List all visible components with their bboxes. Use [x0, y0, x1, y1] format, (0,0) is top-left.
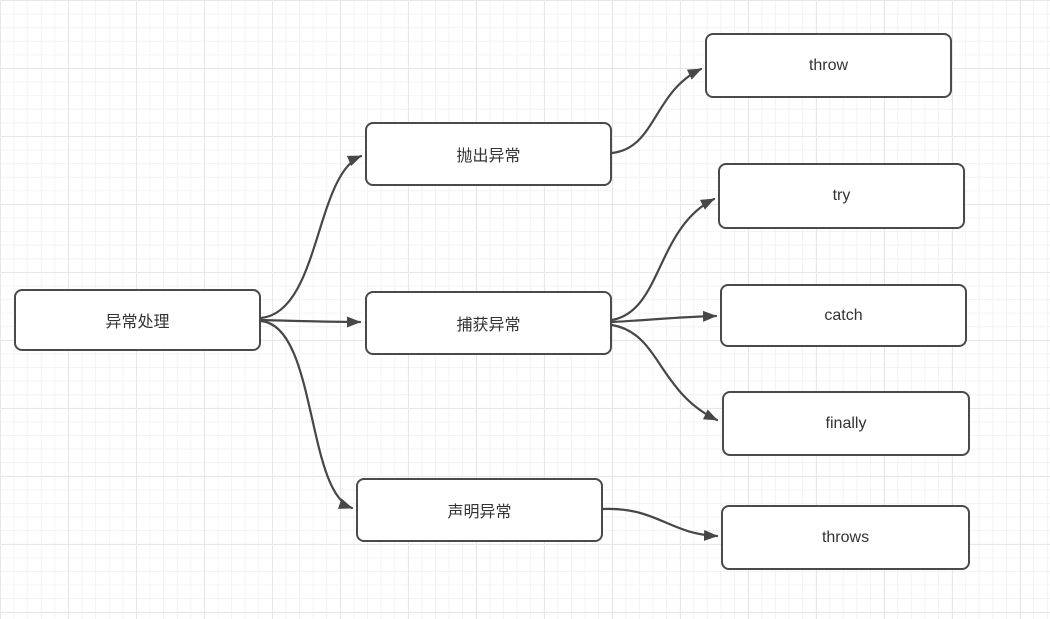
node-finally-keyword[interactable]: finally — [722, 391, 970, 456]
node-declare-exception[interactable]: 声明异常 — [356, 478, 603, 542]
node-exception-handling-label: 异常处理 — [105, 314, 170, 331]
edge-catch-exception-to-catch-keyword[interactable] — [610, 310, 718, 324]
node-throw-exception[interactable]: 抛出异常 — [365, 122, 612, 186]
node-throws-keyword-label: throws — [821, 528, 870, 546]
node-try-keyword-label: try — [832, 187, 851, 204]
edge-exception-handling-to-catch-exception[interactable] — [259, 316, 362, 328]
edge-declare-exception-to-throws-keyword[interactable] — [601, 507, 719, 541]
node-throws-keyword[interactable]: throws — [721, 505, 970, 570]
node-finally-keyword-label: finally — [825, 414, 867, 432]
edge-catch-exception-to-try-keyword[interactable] — [610, 197, 716, 322]
edge-catch-exception-to-finally-keyword[interactable] — [610, 323, 719, 422]
node-throw-exception-label: 抛出异常 — [456, 148, 521, 165]
node-catch-keyword[interactable]: catch — [720, 284, 967, 347]
edge-throw-exception-to-throw-keyword[interactable] — [610, 67, 703, 155]
node-exception-handling[interactable]: 异常处理 — [14, 289, 261, 351]
node-declare-exception-label: 声明异常 — [447, 504, 512, 521]
node-catch-exception[interactable]: 捕获异常 — [365, 291, 612, 355]
edge-exception-handling-to-declare-exception[interactable] — [259, 319, 354, 510]
node-catch-exception-label: 捕获异常 — [456, 317, 521, 334]
node-throw-keyword-label: throw — [808, 56, 849, 74]
node-throw-keyword[interactable]: throw — [705, 33, 952, 98]
node-try-keyword[interactable]: try — [718, 163, 965, 229]
edge-exception-handling-to-throw-exception[interactable] — [259, 154, 363, 320]
node-catch-keyword-label: catch — [824, 306, 863, 324]
